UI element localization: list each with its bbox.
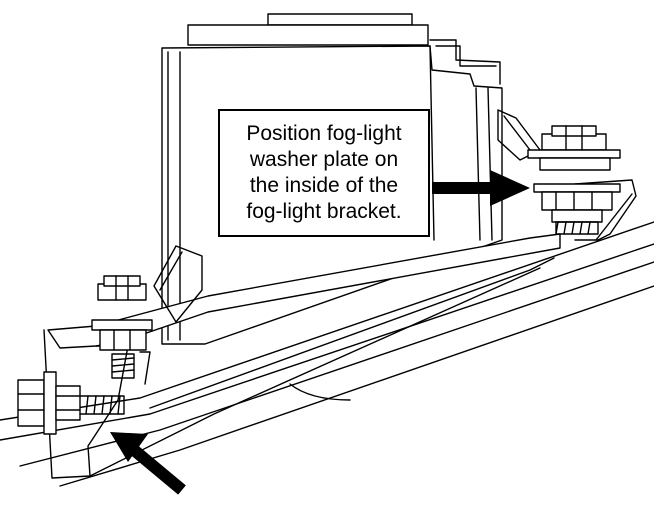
arrow-right-icon <box>432 170 530 206</box>
fog-light-bracket <box>43 179 637 479</box>
right-bolt-assembly <box>527 125 621 235</box>
left-top-bolt <box>91 275 153 379</box>
left-side-bolt <box>17 371 125 435</box>
callout-text: Position fog-light washer plate on the i… <box>246 122 402 223</box>
callout-box: Position fog-light washer plate on the i… <box>218 109 430 237</box>
arrow-up-left-icon <box>110 432 186 495</box>
bracket-gusset-left <box>153 245 203 323</box>
